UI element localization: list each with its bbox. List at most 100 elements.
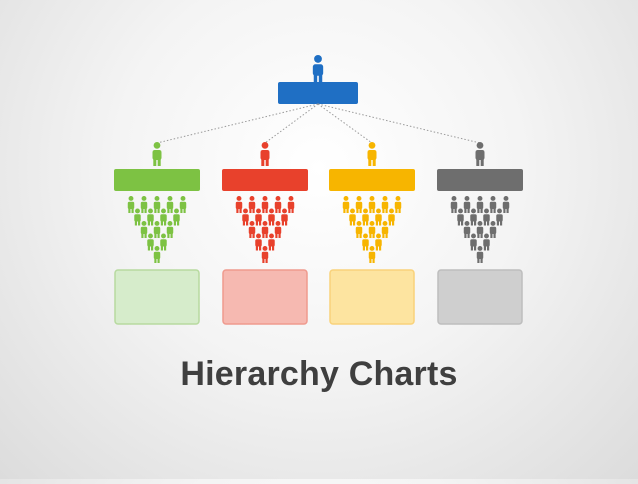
team-person-icon bbox=[134, 208, 141, 226]
person-torso bbox=[261, 201, 269, 209]
person-torso bbox=[235, 201, 243, 209]
person-head bbox=[477, 221, 483, 226]
person-leg bbox=[177, 220, 180, 226]
person-leg bbox=[366, 220, 369, 226]
person-leg bbox=[474, 245, 477, 251]
person-torso bbox=[489, 226, 497, 234]
team-person-icon bbox=[375, 208, 382, 226]
person-torso bbox=[367, 150, 377, 160]
person-torso bbox=[375, 214, 382, 222]
person-leg bbox=[366, 245, 369, 251]
person-torso bbox=[140, 226, 148, 234]
person-torso bbox=[355, 226, 363, 234]
person-head bbox=[369, 246, 375, 251]
person-head bbox=[484, 208, 489, 214]
team-person-icon bbox=[483, 233, 490, 251]
person-head bbox=[148, 208, 153, 214]
person-leg bbox=[183, 207, 186, 213]
person-leg bbox=[138, 220, 141, 226]
person-torso bbox=[362, 239, 369, 247]
person-leg bbox=[477, 257, 480, 263]
team-person-icon bbox=[274, 221, 282, 238]
person-torso bbox=[362, 214, 369, 222]
person-torso bbox=[368, 201, 376, 209]
person-leg bbox=[398, 207, 401, 213]
person-leg bbox=[134, 220, 137, 226]
person-torso bbox=[260, 150, 270, 160]
person-head bbox=[471, 233, 476, 239]
team-person-icon bbox=[173, 208, 180, 226]
person-torso bbox=[242, 214, 249, 222]
person-leg bbox=[154, 232, 157, 238]
person-leg bbox=[477, 207, 480, 213]
person-torso bbox=[153, 226, 161, 234]
person-torso bbox=[483, 239, 490, 247]
person-torso bbox=[134, 214, 141, 222]
team-person-icon bbox=[457, 208, 464, 226]
person-torso bbox=[127, 201, 135, 209]
team-person-icon bbox=[242, 208, 249, 226]
team-person-icon bbox=[470, 208, 477, 226]
person-leg bbox=[490, 207, 493, 213]
person-torso bbox=[153, 251, 161, 259]
person-head bbox=[471, 208, 476, 214]
person-leg bbox=[249, 207, 252, 213]
team-person-icon bbox=[483, 208, 490, 226]
person-leg bbox=[131, 207, 134, 213]
person-leg bbox=[490, 232, 493, 238]
person-torso bbox=[147, 214, 154, 222]
person-leg bbox=[262, 232, 265, 238]
person-leg bbox=[372, 232, 375, 238]
person-torso bbox=[255, 239, 262, 247]
person-leg bbox=[382, 232, 385, 238]
person-leg bbox=[343, 207, 346, 213]
person-head bbox=[161, 208, 166, 214]
person-leg bbox=[265, 159, 269, 166]
person-torso bbox=[388, 214, 395, 222]
team-person-icon bbox=[261, 196, 269, 213]
team-person-icon bbox=[355, 196, 363, 213]
person-leg bbox=[157, 159, 161, 166]
person-torso bbox=[463, 201, 471, 209]
person-leg bbox=[467, 232, 470, 238]
person-head bbox=[269, 233, 274, 239]
person-head bbox=[153, 142, 161, 149]
person-leg bbox=[385, 232, 388, 238]
team-person-icon bbox=[147, 208, 154, 226]
person-head bbox=[180, 196, 186, 201]
person-torso bbox=[476, 226, 484, 234]
person-torso bbox=[368, 226, 376, 234]
person-head bbox=[275, 221, 281, 226]
person-torso bbox=[152, 150, 162, 160]
person-leg bbox=[278, 207, 281, 213]
top-person-icon bbox=[312, 55, 324, 83]
person-leg bbox=[372, 257, 375, 263]
team-person-icon bbox=[268, 208, 275, 226]
person-leg bbox=[164, 245, 167, 251]
person-leg bbox=[385, 207, 388, 213]
person-head bbox=[369, 196, 375, 201]
team-person-icon bbox=[463, 221, 471, 238]
person-torso bbox=[274, 226, 282, 234]
person-leg bbox=[369, 232, 372, 238]
person-head bbox=[148, 233, 153, 239]
branch-content-box bbox=[222, 269, 308, 325]
branch-person-icon bbox=[152, 142, 162, 166]
person-torso bbox=[489, 201, 497, 209]
person-head bbox=[135, 208, 140, 214]
person-leg bbox=[480, 232, 483, 238]
person-torso bbox=[450, 201, 458, 209]
person-leg bbox=[346, 207, 349, 213]
person-head bbox=[356, 221, 362, 226]
person-leg bbox=[170, 207, 173, 213]
person-torso bbox=[463, 226, 471, 234]
person-head bbox=[236, 196, 242, 201]
person-head bbox=[376, 233, 381, 239]
person-leg bbox=[369, 207, 372, 213]
person-leg bbox=[275, 207, 278, 213]
team-person-icon bbox=[381, 221, 389, 238]
person-head bbox=[269, 208, 274, 214]
team-person-icon bbox=[502, 196, 510, 213]
person-leg bbox=[167, 207, 170, 213]
